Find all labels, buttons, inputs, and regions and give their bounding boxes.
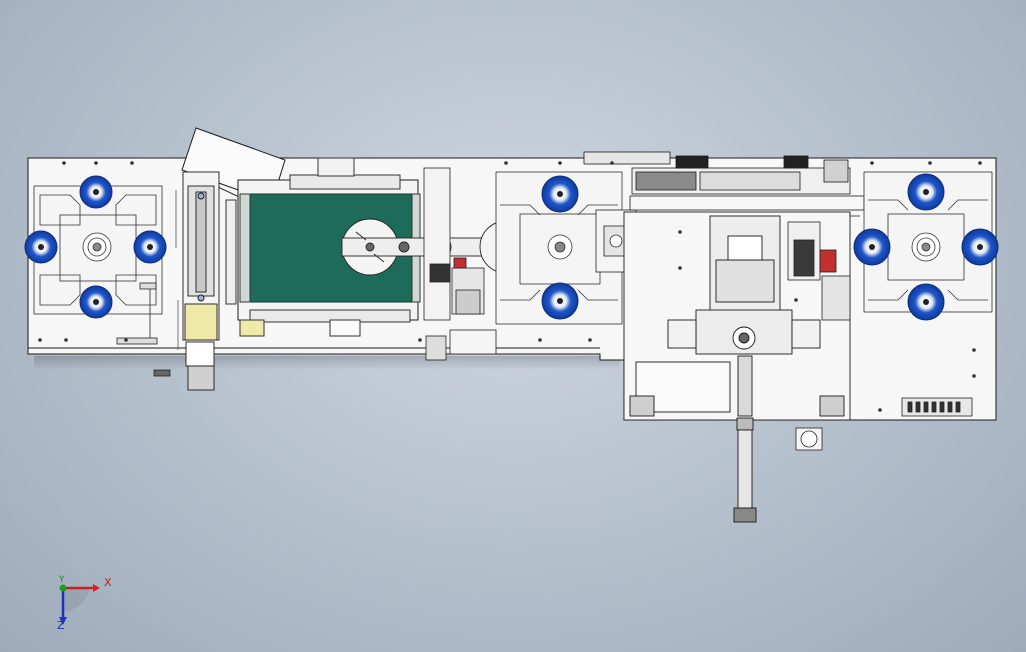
center-gantry bbox=[623, 211, 851, 421]
left-wheels bbox=[24, 175, 167, 319]
base-shadow bbox=[34, 356, 620, 370]
y-axis-label: Y bbox=[59, 575, 65, 585]
y-axis-marker bbox=[59, 584, 67, 592]
valve-manifold bbox=[901, 397, 973, 417]
vertical-cylinder bbox=[175, 171, 220, 391]
right-wheels bbox=[853, 173, 999, 321]
x-axis-label: X bbox=[104, 576, 112, 589]
center-wheels bbox=[541, 175, 579, 320]
mounting-screws bbox=[38, 161, 982, 412]
coordinate-triad bbox=[59, 584, 100, 625]
top-linear-rail bbox=[583, 151, 865, 217]
left-fittings bbox=[116, 282, 171, 377]
motor-block-right bbox=[787, 221, 851, 451]
motor-block-left bbox=[423, 167, 497, 361]
z-axis-label: Z bbox=[57, 619, 65, 632]
lower-cylinder bbox=[733, 355, 757, 523]
